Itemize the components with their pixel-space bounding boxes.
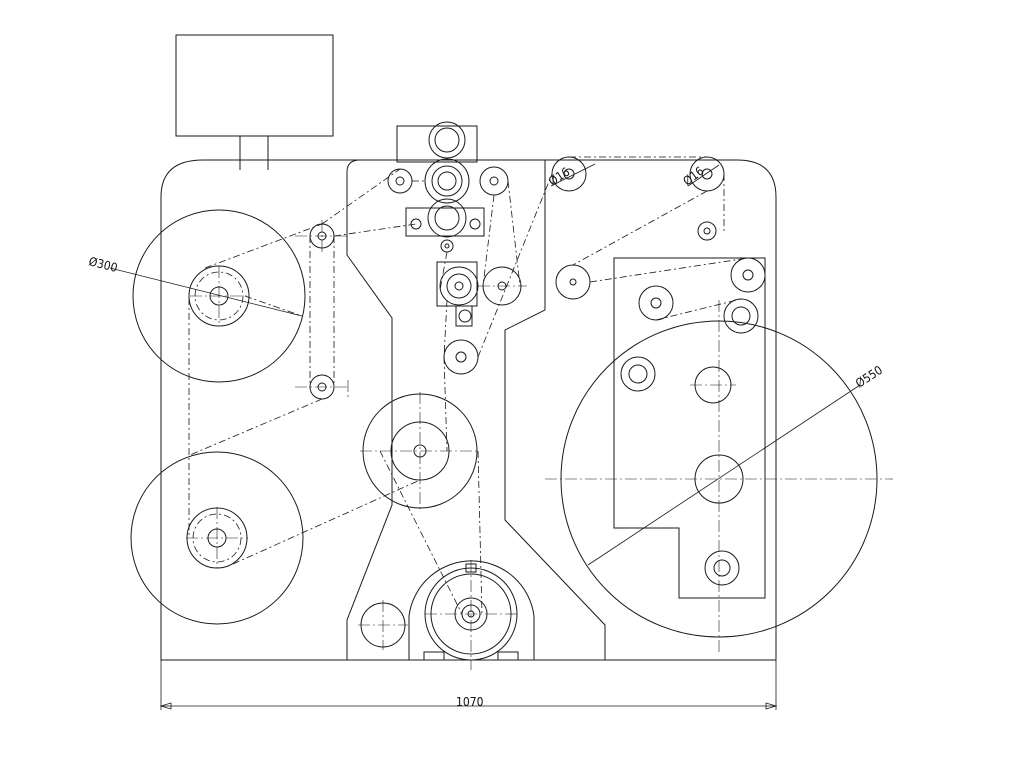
right-large-roll xyxy=(545,300,893,652)
dim-overall-width: 1070 xyxy=(456,695,484,709)
right-plate xyxy=(613,257,766,599)
plate-roller-3 xyxy=(723,298,759,334)
control-box xyxy=(175,34,334,170)
drive-motor xyxy=(408,560,535,670)
plate-roller-4 xyxy=(620,356,656,392)
dimension-leaders xyxy=(109,163,861,710)
dim-top-roller-2: Ø16 xyxy=(680,164,706,189)
main-frame xyxy=(160,159,777,661)
small-roller-right xyxy=(697,221,717,241)
dim-left-roll-diameter: Ø300 xyxy=(87,254,119,275)
top-nip-assembly xyxy=(396,121,485,253)
web-path xyxy=(188,156,749,615)
top-left-idler xyxy=(387,168,413,194)
center-plate xyxy=(346,159,606,661)
dim-top-roller-1: Ø16 xyxy=(546,165,572,189)
plate-roller-2 xyxy=(638,285,674,321)
plate-roller-5 xyxy=(690,366,736,404)
plate-roller-6 xyxy=(704,550,740,586)
lower-mid-roller xyxy=(443,339,479,375)
dancer-roller-top xyxy=(295,220,350,252)
left-lower-roll xyxy=(130,451,304,625)
dancer-roller-bottom xyxy=(295,374,350,400)
mid-roller-left xyxy=(436,261,479,327)
bottom-idler xyxy=(358,600,408,650)
top-right-idler xyxy=(479,166,509,196)
roller-right-mid xyxy=(555,264,591,300)
left-upper-roll xyxy=(132,209,306,383)
center-roller xyxy=(360,392,480,510)
plate-roller-1 xyxy=(730,257,766,293)
dim-right-roll-diameter: Ø550 xyxy=(853,363,885,391)
